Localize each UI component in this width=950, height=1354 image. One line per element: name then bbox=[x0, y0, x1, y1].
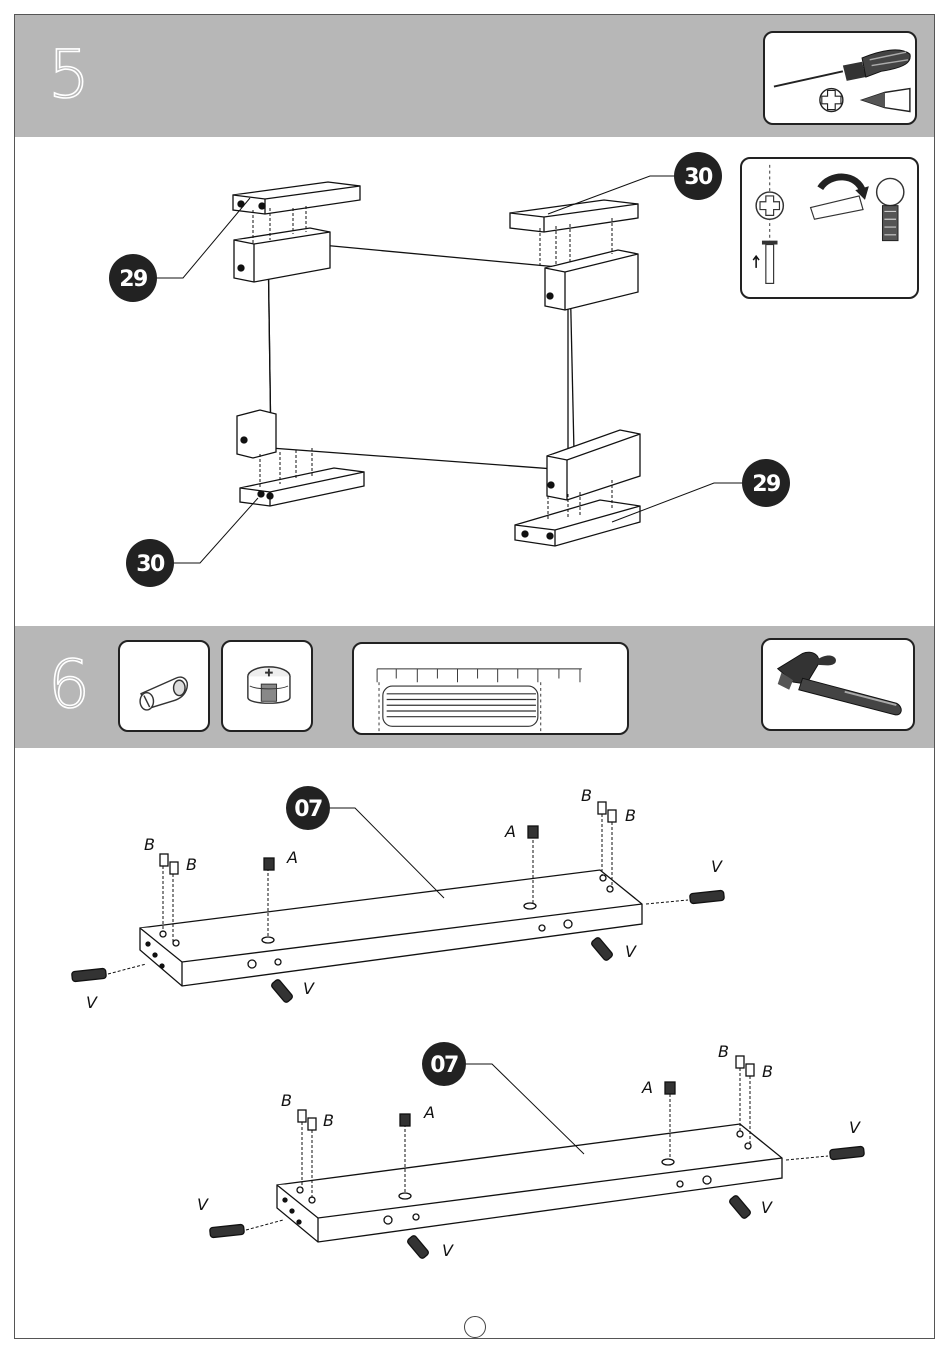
svg-text:07: 07 bbox=[430, 1053, 458, 1078]
svg-text:30: 30 bbox=[136, 552, 165, 577]
svg-text:V: V bbox=[761, 1198, 773, 1217]
svg-text:B: B bbox=[281, 1091, 292, 1110]
svg-text:30: 30 bbox=[684, 165, 713, 190]
svg-text:A: A bbox=[504, 822, 516, 841]
svg-text:B: B bbox=[323, 1111, 334, 1130]
svg-text:B: B bbox=[144, 835, 155, 854]
svg-text:A: A bbox=[423, 1103, 435, 1122]
svg-text:V: V bbox=[303, 979, 315, 998]
svg-text:V: V bbox=[625, 942, 637, 961]
svg-text:V: V bbox=[86, 993, 98, 1012]
svg-text:B: B bbox=[581, 786, 592, 805]
svg-text:V: V bbox=[442, 1241, 454, 1260]
page-number-circle bbox=[464, 1316, 486, 1338]
step6-board-bottom bbox=[210, 1056, 865, 1259]
step6-board-top bbox=[72, 802, 725, 1003]
step5-assembly-drawing bbox=[233, 182, 640, 546]
svg-text:07: 07 bbox=[294, 797, 322, 822]
svg-text:B: B bbox=[762, 1062, 773, 1081]
svg-text:29: 29 bbox=[119, 267, 147, 292]
svg-text:A: A bbox=[641, 1078, 653, 1097]
svg-text:29: 29 bbox=[752, 472, 780, 497]
svg-text:V: V bbox=[711, 857, 723, 876]
svg-text:B: B bbox=[718, 1042, 729, 1061]
svg-text:B: B bbox=[625, 806, 636, 825]
screw-detail-icon bbox=[742, 159, 917, 297]
svg-text:B: B bbox=[186, 855, 197, 874]
screw-detail-box bbox=[740, 157, 919, 299]
svg-text:V: V bbox=[197, 1195, 209, 1214]
svg-text:V: V bbox=[849, 1118, 861, 1137]
svg-text:A: A bbox=[286, 848, 298, 867]
